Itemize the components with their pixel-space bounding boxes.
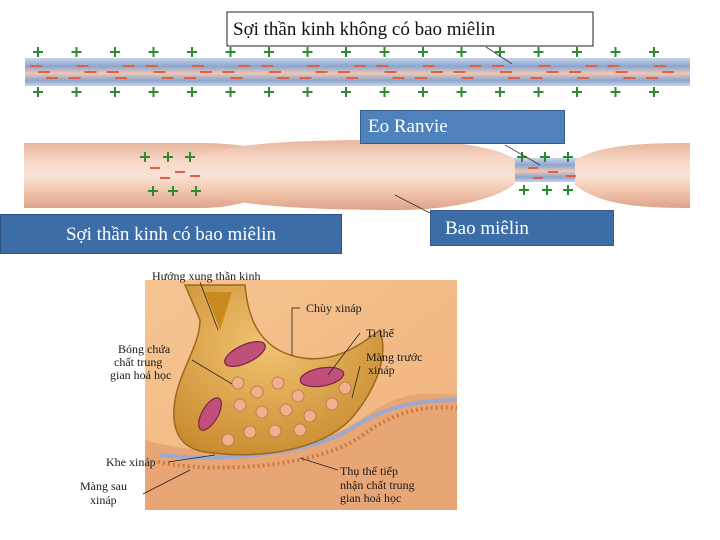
label-receptor-2: nhận chất trung xyxy=(340,479,415,491)
label-unmyelinated-fiber: Sợi thần kinh không có bao miêlin xyxy=(233,14,495,46)
label-mitochondria: Ti thể xyxy=(366,327,394,339)
label-postsynaptic-membrane-1: Màng sau xyxy=(80,480,127,492)
label-vesicle-line-2: chất trung xyxy=(114,356,162,368)
label-vesicle-line-3: gian hoá học xyxy=(110,369,171,381)
plus-charges-bottom xyxy=(33,87,659,97)
myelin-sheath-middle xyxy=(195,140,515,210)
label-node-of-ranvier: Eo Ranvie xyxy=(360,110,565,144)
plus-charges-top xyxy=(33,47,659,57)
label-impulse-direction: Hướng xung thần kinh xyxy=(152,270,261,282)
label-synaptic-knob: Chùy xináp xyxy=(306,302,362,314)
label-presynaptic-membrane-2: xináp xyxy=(368,364,395,376)
myelinated-fiber xyxy=(24,140,690,213)
unmyelinated-fiber xyxy=(25,47,690,97)
myelin-sheath-right xyxy=(575,143,690,208)
label-synaptic-cleft: Khe xináp xyxy=(106,456,156,468)
label-vesicle-line-1: Bóng chứa xyxy=(118,343,170,355)
label-postsynaptic-membrane-2: xináp xyxy=(90,494,117,506)
label-receptor-3: gian hoá học xyxy=(340,492,401,504)
label-receptor-1: Thụ thể tiếp xyxy=(340,465,398,477)
synapse-illustration xyxy=(143,280,457,510)
label-presynaptic-membrane-1: Màng trước xyxy=(366,351,423,363)
axon-unmyelinated xyxy=(25,58,690,86)
label-myelin-sheath: Bao miêlin xyxy=(430,210,614,246)
label-myelinated-fiber: Sợi thần kinh có bao miêlin xyxy=(0,214,342,254)
